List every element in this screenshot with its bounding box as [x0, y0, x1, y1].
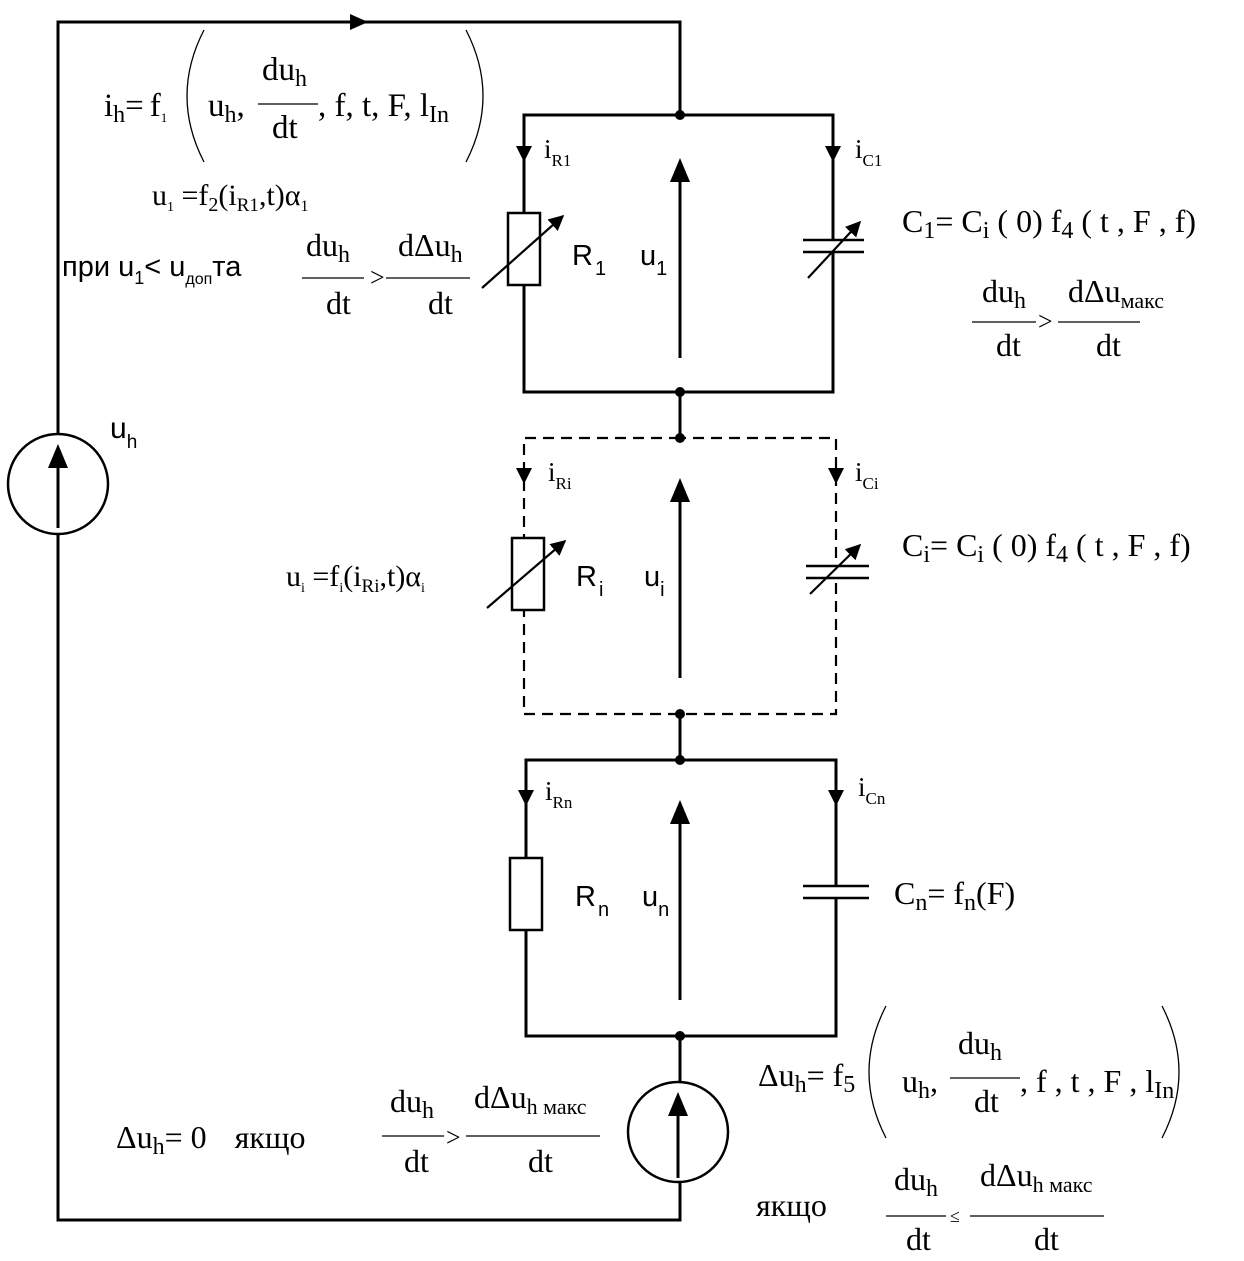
svg-text:ih=f1: ih=f1 [104, 88, 167, 128]
iCn-arrow [828, 790, 844, 806]
label-iRi: iRi [548, 457, 572, 493]
svg-text:dt: dt [528, 1143, 553, 1179]
condition-u1: при u1< uдопта duh dt > dΔuh dt [62, 227, 470, 321]
svg-text:Cn= fn(F): Cn= fn(F) [894, 875, 1015, 916]
svg-text:dt: dt [974, 1083, 999, 1119]
svg-text:при u1< uдопта: при u1< uдопта [62, 251, 242, 288]
svg-text:duh: duh [390, 1083, 434, 1124]
formula-c1: C1= Ci ( 0) f4 ( t , F , f) [902, 203, 1196, 244]
svg-text:dt: dt [428, 285, 453, 321]
label-iCn: iCn [858, 772, 886, 808]
label-iC1: iC1 [855, 134, 882, 170]
svg-text:>: > [370, 263, 385, 292]
svg-text:duh: duh [262, 52, 307, 92]
svg-text:uh,: uh, [208, 88, 245, 128]
svg-text:>: > [1038, 307, 1053, 336]
svg-text:duh: duh [306, 227, 350, 268]
svg-text:dt: dt [326, 285, 351, 321]
svg-text:dt: dt [1096, 327, 1121, 363]
svg-text:, f, t, F, lIn: , f, t, F, lIn [318, 88, 449, 128]
main-loop-wires [56, 14, 682, 1222]
svg-text:dt: dt [906, 1221, 931, 1257]
label-ui: ui [644, 561, 665, 601]
svg-text:dt: dt [1034, 1221, 1059, 1257]
formula-ui: ui =fi(iRi,t)αi [286, 560, 425, 597]
label-u1: u1 [640, 240, 667, 280]
iRn-arrow [518, 790, 534, 806]
svg-text:duh: duh [958, 1025, 1002, 1066]
label-iR1: iR1 [544, 134, 571, 170]
svg-text:dΔuмакс: dΔuмакс [1068, 273, 1164, 313]
svg-text:dt: dt [404, 1143, 429, 1179]
iRi-arrow [516, 468, 532, 484]
svg-text:ui =fi(iRi,t)αi: ui =fi(iRi,t)αi [286, 560, 425, 597]
resistor-rn [508, 856, 544, 932]
formula-delta-uh: Δuh= f5 uh, duh dt , f , t , F , lIn [758, 1005, 1180, 1139]
voltage-source-uh: uh [6, 412, 137, 536]
svg-text:dΔuh: dΔuh [398, 227, 463, 268]
formula-cn: Cn= fn(F) [894, 875, 1015, 916]
svg-text:u1 =f2(iR1,t)α1: u1 =f2(iR1,t)α1 [152, 179, 308, 216]
iR1-arrow [516, 146, 532, 162]
svg-text:dt: dt [996, 327, 1021, 363]
svg-text:Δuh= f5: Δuh= f5 [758, 1057, 855, 1098]
condition-bottom: якщо duh dt ≤ dΔuh макс dt [756, 1157, 1104, 1257]
svg-text:uh,: uh, [902, 1063, 938, 1104]
iC1-arrow [825, 146, 841, 162]
svg-text:dΔuh макс: dΔuh макс [474, 1079, 587, 1119]
svg-text:dΔuh макс: dΔuh макс [980, 1157, 1093, 1197]
svg-text:dt: dt [272, 110, 298, 146]
svg-text:C1= Ci ( 0) f4 ( t , F , f): C1= Ci ( 0) f4 ( t , F , f) [902, 203, 1196, 244]
iCi-arrow [828, 468, 844, 484]
resistor-r1 [506, 211, 542, 287]
label-iRn: iRn [545, 776, 573, 812]
svg-text:≤: ≤ [950, 1206, 960, 1226]
svg-text:, f , t , F , lIn: , f , t , F , lIn [1020, 1063, 1174, 1104]
condition-c1: duh dt > dΔuмакс dt [972, 273, 1164, 363]
source-label: uh [110, 412, 137, 453]
svg-text:Ci= Ci ( 0) f4 ( t , F , f): Ci= Ci ( 0) f4 ( t , F , f) [902, 527, 1191, 568]
label-iCi: iCi [855, 457, 879, 493]
formula-ci: Ci= Ci ( 0) f4 ( t , F , f) [902, 527, 1191, 568]
svg-text:>: > [446, 1123, 461, 1152]
label-un: un [642, 881, 669, 921]
voltage-source-delta-uh [626, 1080, 730, 1184]
loop-current-arrow [350, 14, 368, 30]
formula-u1: u1 =f2(iR1,t)α1 [152, 179, 308, 216]
svg-text:duh: duh [982, 273, 1026, 314]
svg-text:duh: duh [894, 1161, 938, 1202]
svg-text:якщо: якщо [756, 1187, 827, 1223]
formula-ih: ih=f1 uh, duh dt , f, t, F, lIn [104, 29, 484, 163]
